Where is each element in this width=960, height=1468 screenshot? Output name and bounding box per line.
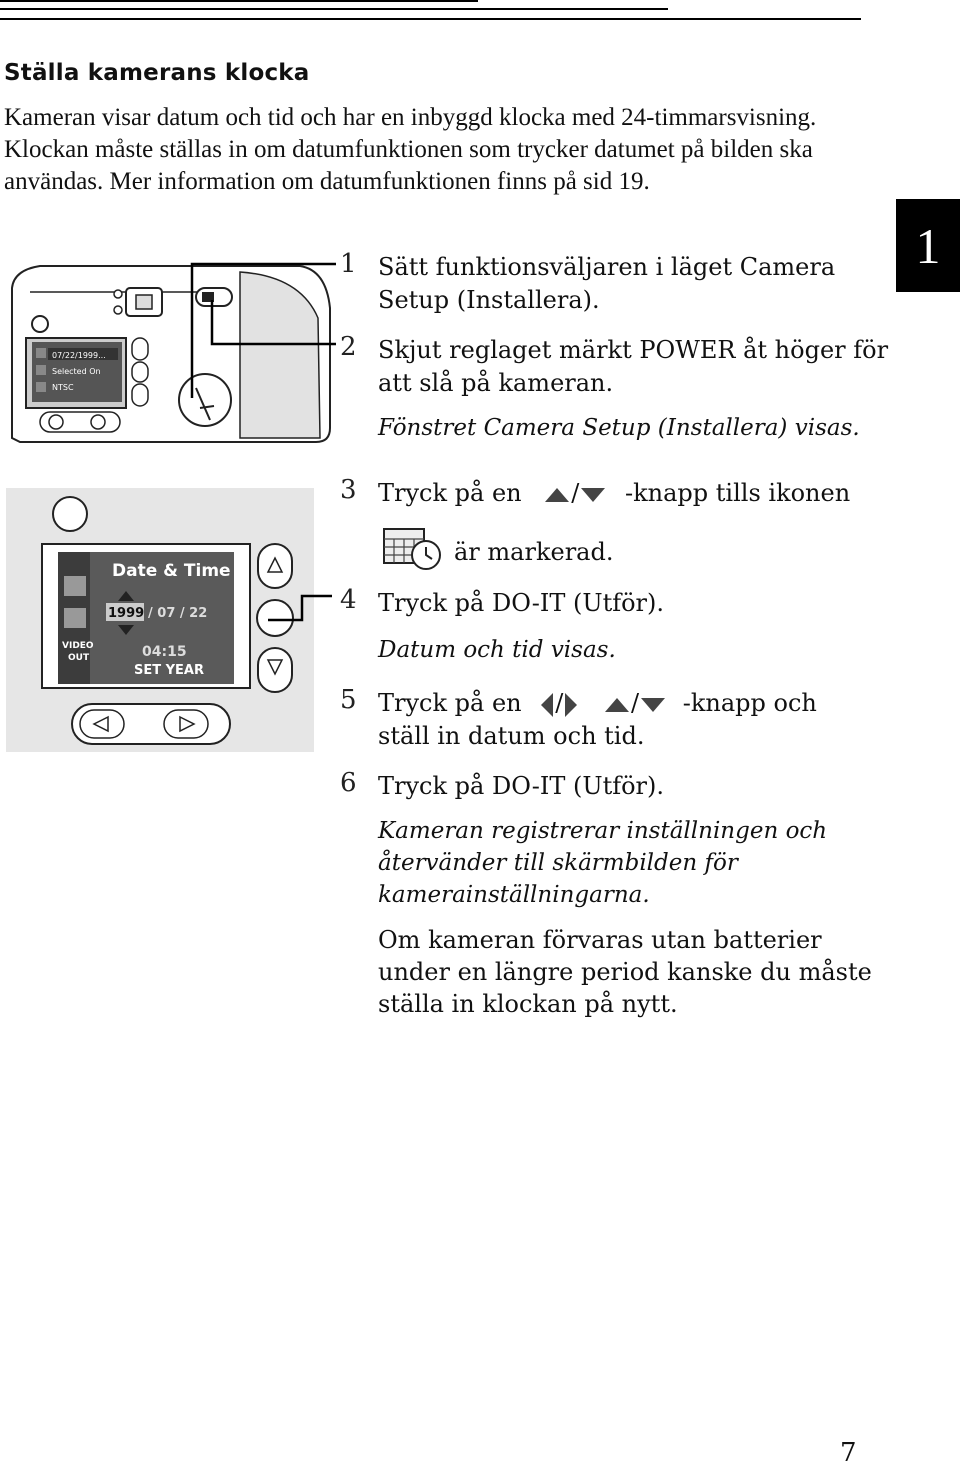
camera-menu-row2: Selected On xyxy=(52,367,101,376)
date-time-icon xyxy=(383,528,441,570)
header-rule-mid xyxy=(0,8,668,10)
step-4-number: 4 xyxy=(340,585,357,615)
step-1-line1: Sätt funktionsväljaren i läget Camera xyxy=(378,253,836,281)
step-6-note3: kamerainställningarna. xyxy=(378,882,650,908)
lcd-video-label2: OUT xyxy=(68,653,90,663)
step-3-number: 3 xyxy=(340,475,357,505)
step-2-line1: Skjut reglaget märkt POWER åt höger för xyxy=(378,336,889,364)
step-4-line1: Tryck på DO-IT (Utför). xyxy=(378,589,665,617)
lcd-title: Date & Time xyxy=(112,561,231,581)
step-5-line1: Tryck på en / / -knapp och xyxy=(378,687,817,720)
camera-menu-row3: NTSC xyxy=(52,383,74,392)
step-6-note2: återvänder till skärmbilden för xyxy=(378,850,738,876)
step-1-line2: Setup (Installera). xyxy=(378,286,600,314)
step-5-pre: Tryck på en xyxy=(378,689,522,717)
step-5-slash2: / xyxy=(631,689,640,717)
camera-menu-row1: 07/22/1999... xyxy=(52,351,106,360)
lcd-closeup-illustration: Date & Time 1999 / 07 / 22 04:15 SET YEA… xyxy=(6,488,332,752)
step-6-line1: Tryck på DO-IT (Utför). xyxy=(378,772,665,800)
right-arrow-icon xyxy=(565,692,578,717)
lcd-hint: SET YEAR xyxy=(134,663,204,678)
step-5-number: 5 xyxy=(340,685,357,715)
up-arrow-icon xyxy=(545,487,570,502)
step-3-slash: / xyxy=(571,479,580,507)
left-arrow-icon xyxy=(541,692,554,717)
step-3-post: -knapp tills ikonen xyxy=(625,479,851,507)
step-6-number: 6 xyxy=(340,768,357,798)
lcd-date-rest: / 07 / 22 xyxy=(148,606,207,621)
step-4-note: Datum och tid visas. xyxy=(378,637,616,663)
step-2-note: Fönstret Camera Setup (Installera) visas… xyxy=(378,415,860,441)
step-3-pre: Tryck på en xyxy=(378,479,522,507)
lcd-video-label1: VIDEO xyxy=(62,641,94,651)
step-3-line2: är markerad. xyxy=(454,538,614,566)
step-6-note1: Kameran registrerar inställningen och xyxy=(378,818,828,844)
section-title: Ställa kamerans klocka xyxy=(4,60,310,86)
step-2-line2: att slå på kameran. xyxy=(378,369,614,397)
step-1-number: 1 xyxy=(340,249,357,279)
page-number: 7 xyxy=(840,1438,857,1468)
closing-line1: Om kameran förvaras utan batterier xyxy=(378,926,822,954)
header-rule-top xyxy=(0,0,478,2)
lcd-time: 04:15 xyxy=(142,644,187,660)
step-2-number: 2 xyxy=(340,332,357,362)
step-5-line2: ställ in datum och tid. xyxy=(378,722,645,750)
closing-line2: under en längre period kanske du måste xyxy=(378,958,872,986)
closing-line3: ställa in klockan på nytt. xyxy=(378,990,678,1018)
step-3-line1: Tryck på en / -knapp tills ikonen xyxy=(378,477,850,510)
intro-paragraph: Kameran visar datum och tid och har en i… xyxy=(4,104,817,195)
up-arrow-icon xyxy=(605,697,629,712)
camera-back-illustration: 07/22/1999... Selected On NTSC xyxy=(11,262,336,443)
down-arrow-icon xyxy=(581,487,606,502)
down-arrow-icon xyxy=(641,697,666,712)
chapter-tab: 1 xyxy=(896,199,960,292)
step-5-slash1: / xyxy=(555,689,564,717)
header-rule-long xyxy=(0,18,861,20)
lcd-year: 1999 xyxy=(108,606,144,621)
step-5-post: -knapp och xyxy=(682,689,817,717)
